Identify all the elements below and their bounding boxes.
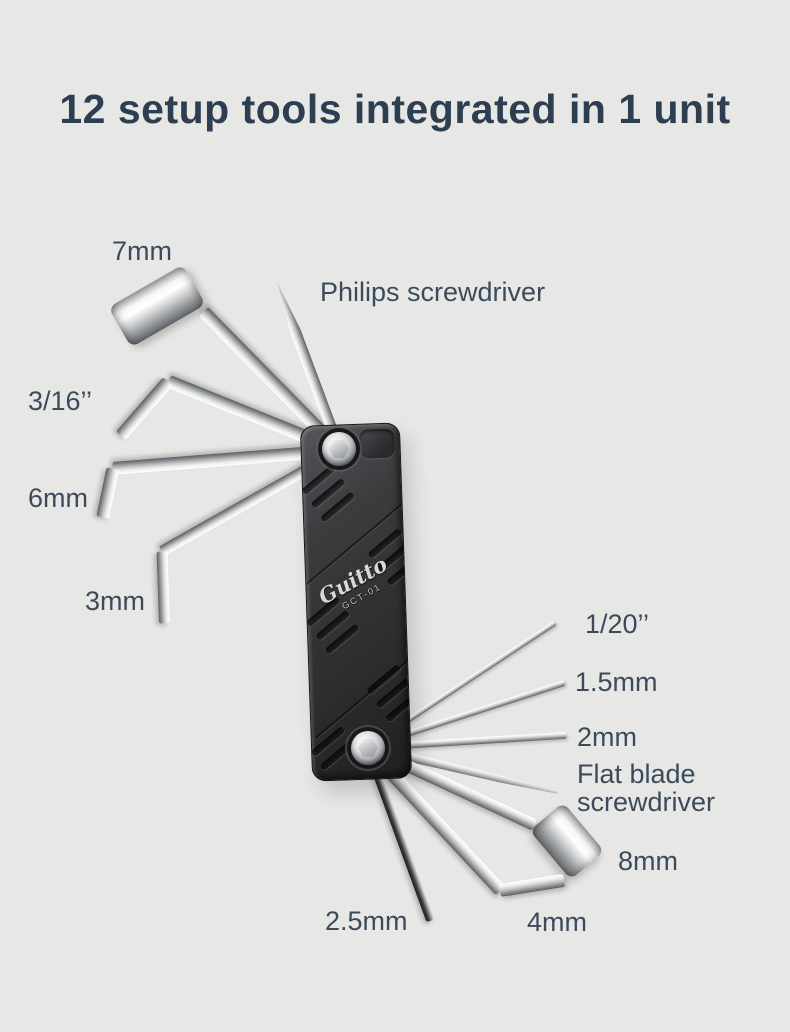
tool-7mm-socket-head xyxy=(108,264,206,348)
callout-6mm-hex: 6mm xyxy=(28,483,88,513)
callout-1-5mm-hex: 1.5mm xyxy=(575,667,658,697)
callout-2-5mm-hex: 2.5mm xyxy=(325,906,408,936)
callout-1-20in-hex: 1/20’’ xyxy=(585,609,650,639)
brand-logo: Guitto GCT-01 xyxy=(309,548,402,621)
callout-3mm-hex: 3mm xyxy=(85,586,145,616)
multitool-body: Guitto GCT-01 xyxy=(299,422,413,782)
hex-socket-icon xyxy=(329,440,349,458)
nail-slot xyxy=(358,428,395,459)
callout-8mm-socket: 8mm xyxy=(618,846,678,876)
callout-7mm-socket: 7mm xyxy=(112,236,172,266)
tool-hex-key-4mm-short-leg xyxy=(498,873,566,897)
callout-2mm-hex: 2mm xyxy=(577,722,637,752)
tool-hex-key-6mm-short-leg xyxy=(96,466,120,519)
top-pivot-bolt xyxy=(322,432,356,466)
callout-4mm-hex: 4mm xyxy=(527,907,587,937)
callout-3-16in-hex: 3/16’’ xyxy=(28,386,93,416)
headline: 12 setup tools integrated in 1 unit xyxy=(59,86,731,132)
hex-socket-icon xyxy=(358,739,378,757)
callout-flat-blade: Flat blade screwdriver xyxy=(577,759,716,818)
tool-hex-key-3mm-short-leg xyxy=(156,550,171,624)
bottom-pivot-bolt xyxy=(351,731,385,765)
tool-hex-key-3-16in-short-leg xyxy=(115,376,173,440)
callout-philips: Philips screwdriver xyxy=(320,277,546,307)
